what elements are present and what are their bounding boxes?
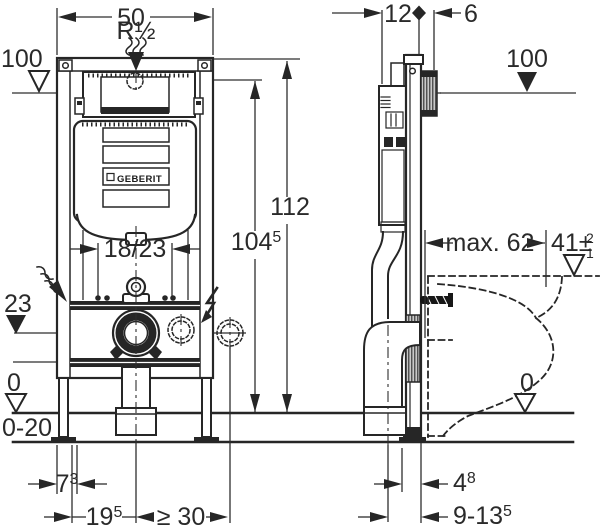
side-view xyxy=(363,53,600,443)
water-supply-side-icon xyxy=(36,266,67,302)
dim-height-flush: 1045 xyxy=(231,228,282,256)
dim-depth-top: 12 xyxy=(384,0,412,28)
dim-bolt-spacing: 18/23 xyxy=(104,235,167,263)
brand-logo: GEBERIT xyxy=(106,172,162,185)
electrical-connection-icon xyxy=(201,286,219,323)
drain-hub xyxy=(363,406,407,436)
drain-bend xyxy=(363,314,421,436)
dim-foot-offset: 73 xyxy=(56,470,79,498)
lower-rail xyxy=(70,358,200,367)
dim-frame-width: 50 xyxy=(117,4,145,32)
datum-41 xyxy=(562,254,586,278)
dim-drain-height: 23 xyxy=(4,290,32,318)
cistern-side xyxy=(378,62,408,233)
dim-height-total: 112 xyxy=(270,193,310,221)
drain-socket xyxy=(110,308,162,360)
brand-label: GEBERIT xyxy=(117,174,162,185)
wall-anchor-block xyxy=(420,70,441,117)
dim-level-100-left: 100 xyxy=(1,45,43,73)
datum-100-right xyxy=(517,72,537,92)
toilet-bowl-outline xyxy=(427,275,600,438)
dim-outlet-depth-range: 9-135 xyxy=(453,502,512,527)
bolt-rail xyxy=(70,243,200,310)
dimension-graphics xyxy=(4,5,586,523)
dim-floor-zero-left: 0 xyxy=(7,369,21,397)
dim-depth-wall: 6 xyxy=(464,0,478,28)
datum-0-right xyxy=(513,393,537,415)
front-view: GEBERIT xyxy=(36,36,244,443)
dim-floor-buildup: 0-20 xyxy=(2,414,52,442)
water-supply-top-icon xyxy=(125,36,147,71)
frame-feet xyxy=(51,377,219,443)
datum-100-left xyxy=(27,70,51,94)
datum-0-left xyxy=(4,393,28,415)
cistern: GEBERIT xyxy=(72,119,198,300)
datum-23 xyxy=(6,315,26,334)
dim-bowl-height-plus: 2 xyxy=(586,230,594,246)
flush-pipe xyxy=(371,230,405,333)
dim-outlet-wall-distance: 48 xyxy=(453,469,476,497)
dim-bowl-height-minus: 1 xyxy=(586,245,594,261)
dim-supply-thread: R½ xyxy=(117,17,156,45)
flush-plate-opening xyxy=(74,71,204,118)
dim-bowl-height: 41± xyxy=(551,229,593,257)
dim-drain-offset: 195 xyxy=(86,503,123,527)
dim-side-clearance: ≥ 30 xyxy=(157,503,205,527)
dim-level-100-right: 100 xyxy=(506,45,548,73)
water-supply-connection xyxy=(126,72,144,90)
dim-floor-zero-right: 0 xyxy=(520,369,534,397)
dim-bowl-depth: max. 62 xyxy=(446,229,535,257)
